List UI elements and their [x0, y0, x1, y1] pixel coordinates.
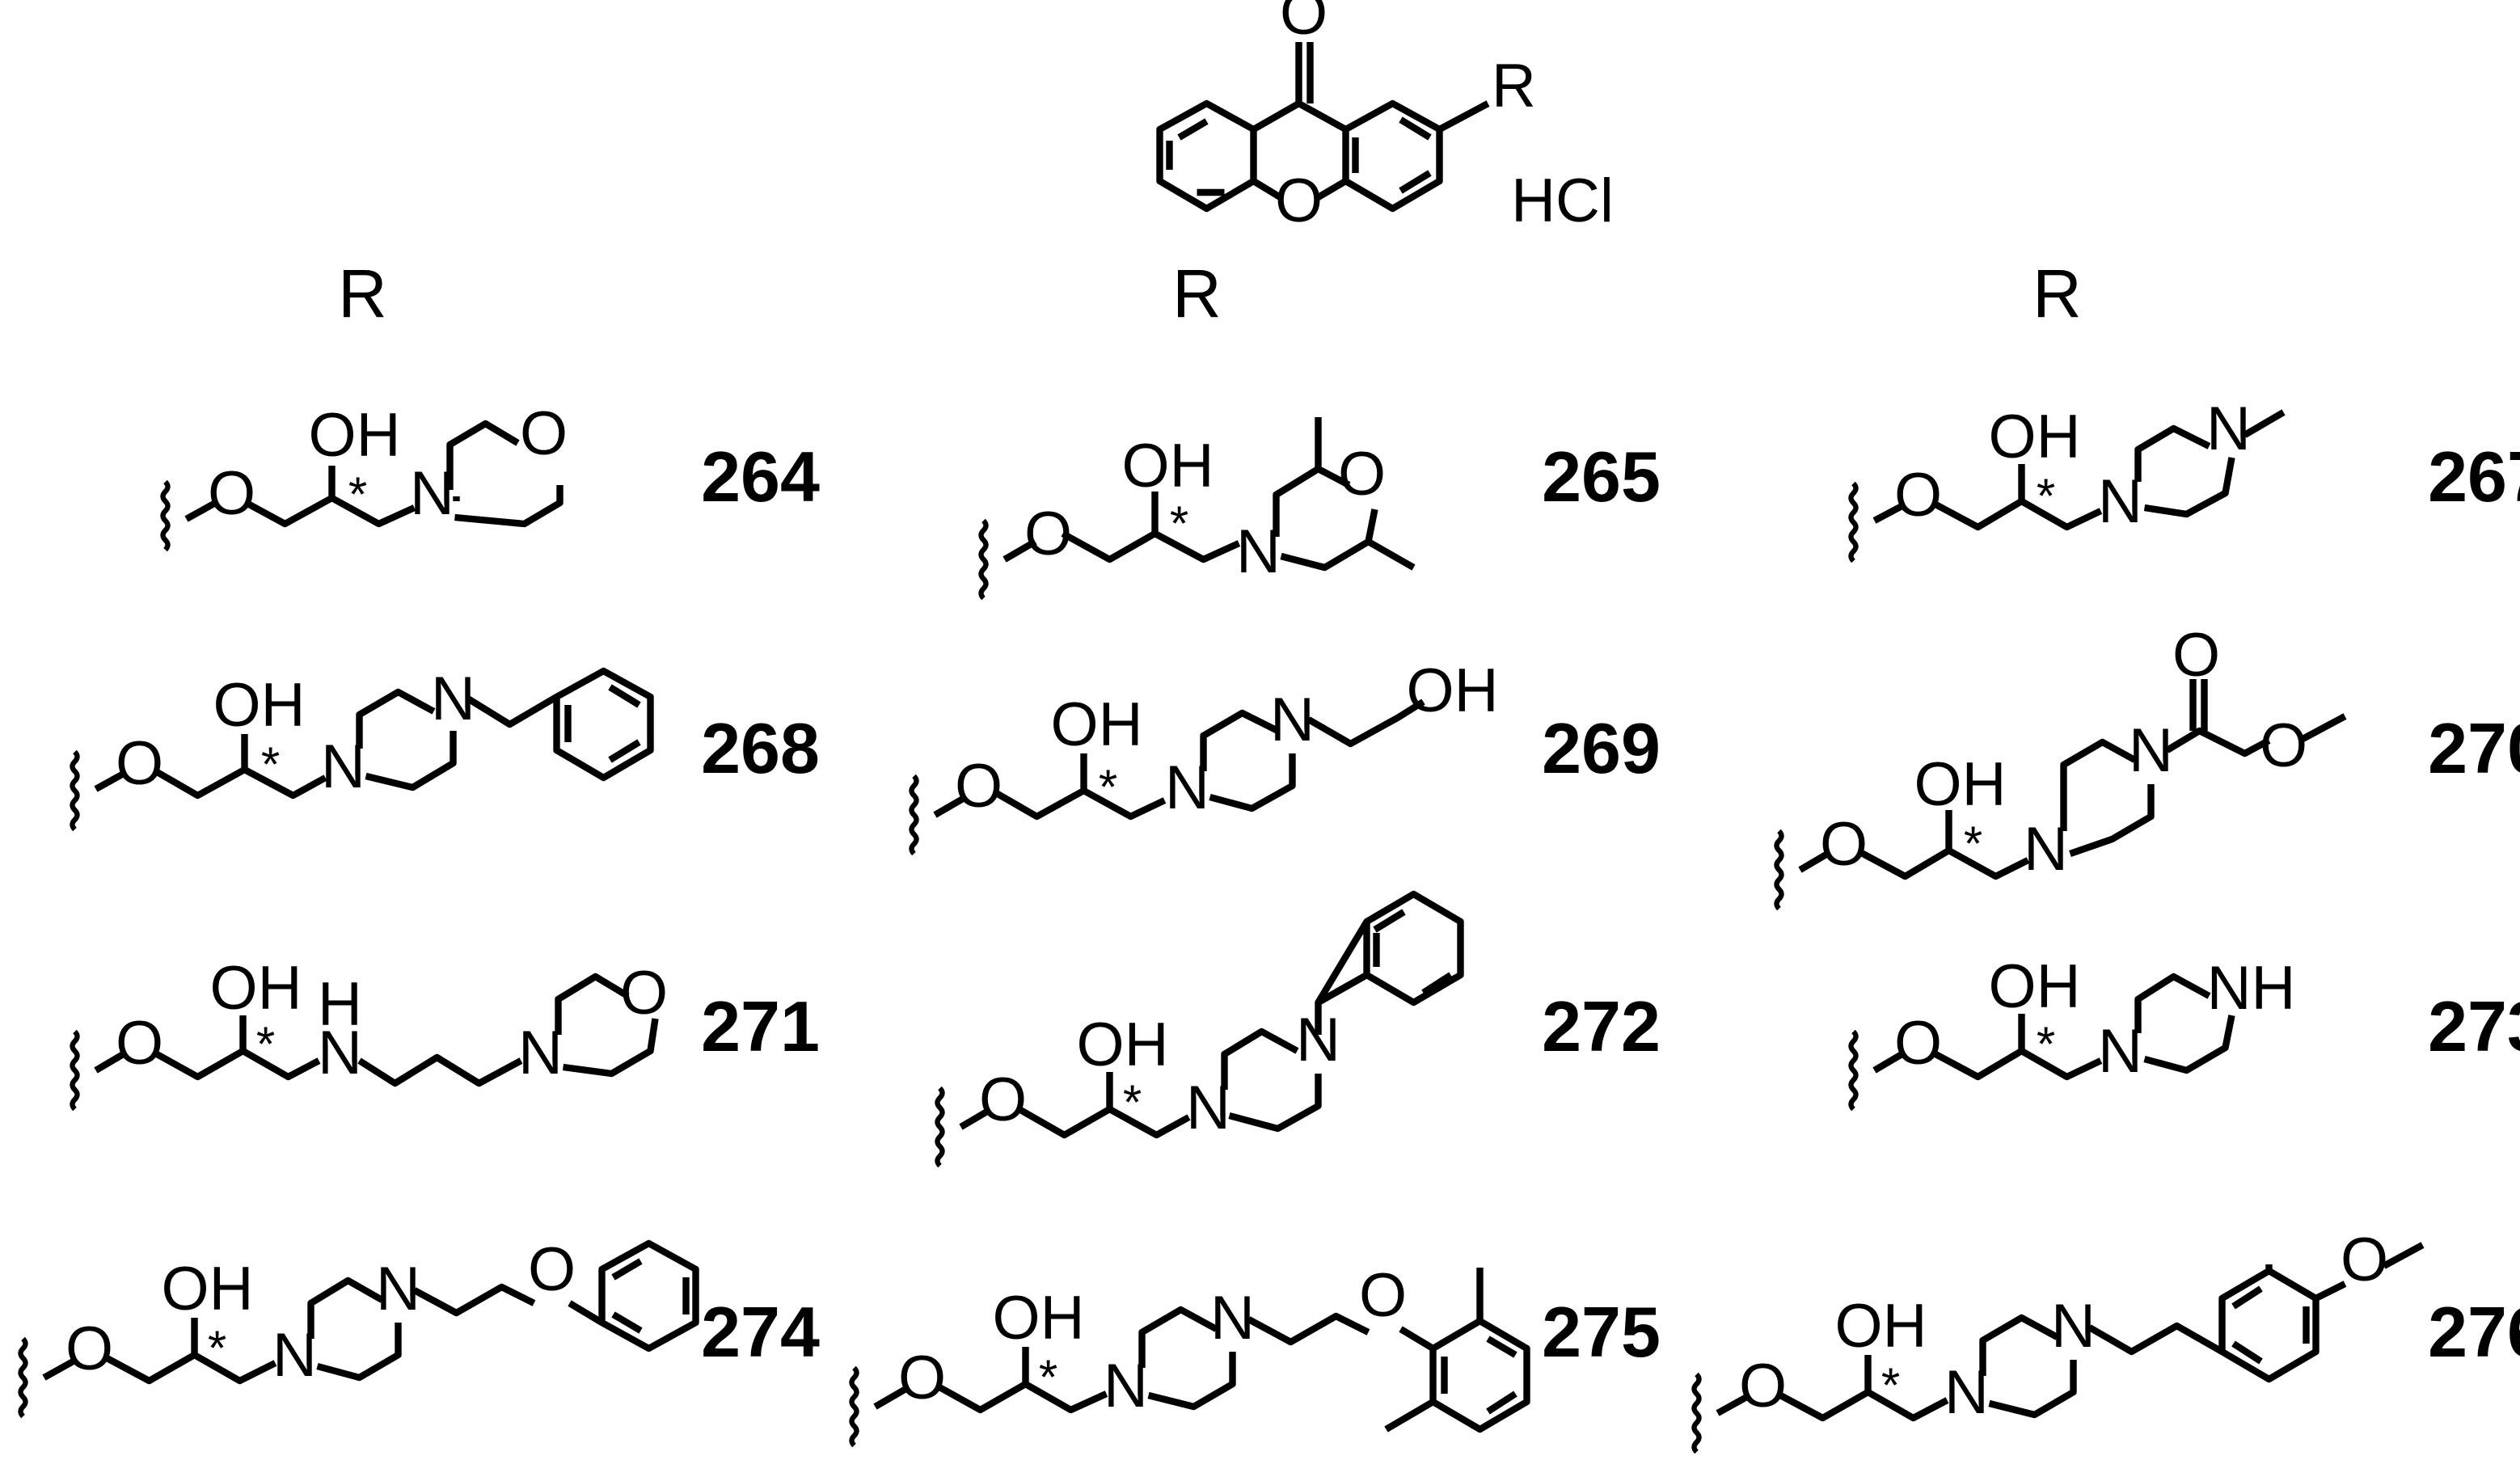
oxygen-label: O	[528, 1235, 576, 1304]
stereocenter-asterisk: *	[1170, 496, 1188, 551]
nitrogen-label: N	[431, 665, 475, 733]
oxygen-label: O	[1739, 1352, 1787, 1420]
nitrogen-label: N	[2051, 1292, 2096, 1361]
carbonyl-oxygen-label: O	[1280, 0, 1328, 48]
amine-nh-label: NH	[2207, 954, 2296, 1023]
oxygen-label: O	[1894, 461, 1942, 530]
compound-264-structure: O OH * N O	[160, 399, 568, 552]
column-header-r: R	[338, 255, 387, 331]
nitrogen-label: N	[2129, 716, 2173, 785]
column-header-r: R	[1172, 255, 1222, 331]
nitrogen-label: N	[1270, 686, 1315, 754]
compound-number: 269	[1542, 708, 1661, 788]
oxygen-label: O	[208, 459, 255, 528]
oxygen-label: O	[1894, 1009, 1942, 1078]
compound-273-structure: O OH * N NH	[1848, 952, 2296, 1112]
oxygen-label: O	[1024, 500, 1072, 568]
compound-number: 270	[2428, 708, 2520, 788]
compound-276-structure: O OH * N N O	[1691, 1226, 2425, 1454]
scaffold-r-label: R	[1492, 52, 1536, 120]
oxygen-label: O	[1338, 440, 1386, 509]
compound-265-structure: O OH * N O	[978, 417, 1416, 601]
stereocenter-asterisk: *	[1881, 1358, 1900, 1412]
oxygen-label: O	[979, 1066, 1027, 1134]
stereocenter-asterisk: *	[2037, 1017, 2055, 1071]
compound-271-structure: O OH * N H N O	[70, 954, 668, 1112]
stereocenter-asterisk: *	[1099, 760, 1117, 814]
compound-number: 265	[1542, 437, 1661, 517]
hydroxyl-label: OH	[1122, 432, 1214, 500]
nitrogen-label: N	[2206, 395, 2251, 463]
oxygen-label: O	[2341, 1226, 2388, 1294]
stereocenter-asterisk: *	[1039, 1350, 1057, 1404]
compound-269-structure: O OH * N N OH	[909, 656, 1499, 856]
ring-oxygen-label: O	[1275, 167, 1323, 235]
hydroxyl-label: OH	[1914, 750, 2007, 819]
compound-number: 272	[1542, 986, 1661, 1066]
compound-267-structure: O OH * N N	[1848, 395, 2286, 563]
compound-272-structure: O OH * N N	[935, 890, 1464, 1168]
oxygen-label: O	[116, 729, 163, 798]
hydroxyl-label: OH	[1077, 1011, 1169, 1079]
stereocenter-asterisk: *	[261, 737, 280, 791]
compound-268-structure: O OH * N N	[70, 665, 654, 832]
hydroxyl-label: OH	[1407, 656, 1499, 725]
stereocenter-asterisk: *	[256, 1017, 275, 1071]
compound-number: 273	[2428, 986, 2520, 1066]
stereocenter-asterisk: *	[1123, 1075, 1142, 1129]
compound-number: 276	[2428, 1292, 2520, 1372]
compound-number: 274	[701, 1292, 820, 1372]
hydroxyl-label: OH	[1835, 1292, 1927, 1361]
compound-274-structure: O OH * N N O	[18, 1235, 699, 1419]
oxygen-label: O	[898, 1344, 946, 1412]
oxygen-label: O	[65, 1315, 113, 1383]
hydroxyl-label: OH	[210, 954, 302, 1023]
compound-number: 268	[701, 708, 820, 788]
oxygen-label: O	[2260, 711, 2307, 780]
nitrogen-label: N	[376, 1255, 420, 1323]
amine-nitrogen-label: N	[318, 1019, 362, 1087]
oxygen-label: O	[520, 399, 568, 468]
hydroxyl-label: OH	[1051, 690, 1143, 759]
oxygen-label: O	[1359, 1261, 1407, 1330]
nitrogen-label: N	[1210, 1284, 1255, 1353]
hydroxyl-label: OH	[213, 671, 306, 740]
oxygen-label: O	[2172, 621, 2220, 690]
compound-275-structure: O OH * N N O	[849, 1261, 1530, 1448]
stereocenter-asterisk: *	[2037, 469, 2055, 523]
oxygen-label: O	[1820, 810, 1868, 879]
xanthone-scaffold: O O R HCl	[1156, 0, 1614, 235]
stereocenter-asterisk: *	[348, 467, 367, 521]
oxygen-label: O	[116, 1009, 163, 1078]
stereocenter-asterisk: *	[208, 1321, 226, 1375]
hydroxyl-label: OH	[1989, 952, 2081, 1021]
compound-number: 271	[701, 986, 820, 1066]
amine-hydrogen-label: H	[318, 970, 362, 1039]
hcl-salt-label: HCl	[1511, 167, 1614, 235]
hydroxyl-label: OH	[162, 1255, 254, 1323]
compound-270-structure: O OH * N N O O	[1774, 621, 2347, 911]
compound-number: 275	[1542, 1292, 1661, 1372]
compound-number: 267	[2428, 437, 2520, 517]
nitrogen-label: N	[1296, 1006, 1340, 1074]
oxygen-label: O	[955, 752, 1003, 821]
oxygen-label: O	[620, 959, 668, 1028]
compound-number: 264	[701, 437, 820, 517]
stereocenter-asterisk: *	[1964, 817, 1982, 871]
hydroxyl-label: OH	[993, 1284, 1085, 1353]
hydroxyl-label: OH	[309, 401, 401, 470]
column-header-r: R	[2032, 255, 2082, 331]
hydroxyl-label: OH	[1989, 403, 2081, 471]
